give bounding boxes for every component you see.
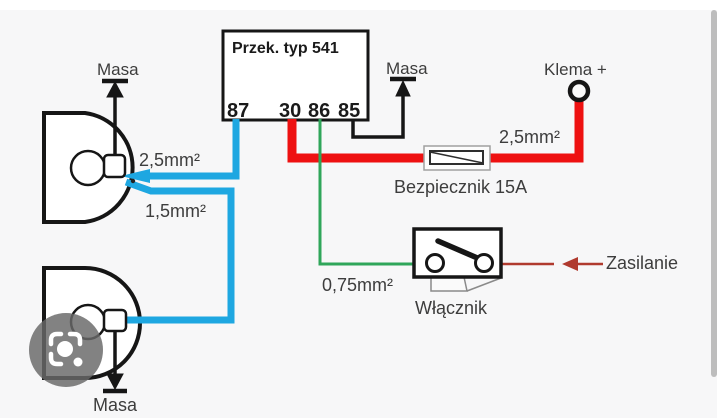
supply-arrow <box>562 257 603 271</box>
klema-ring-terminal <box>567 79 591 103</box>
relay-terminal-30: 30 <box>279 100 301 122</box>
relay: Przek. typ 541 87 30 86 85 <box>221 29 370 122</box>
ground-symbol-bottom <box>103 328 127 394</box>
wire-black-85-to-ground <box>351 92 405 139</box>
ground-symbol-top-left <box>102 78 128 160</box>
top-white-strip <box>0 0 717 10</box>
horn-bottom-terminal <box>102 308 128 333</box>
switch-bracket <box>430 276 468 292</box>
scrollbar-thumb[interactable] <box>711 10 717 377</box>
label-fuse: Bezpiecznik 15A <box>394 177 527 197</box>
label-supply: Zasilanie <box>606 253 678 273</box>
lens-button[interactable] <box>29 313 103 387</box>
label-masa-relay: Masa <box>386 59 428 78</box>
relay-terminal-87: 87 <box>227 100 249 122</box>
label-wire-bottom-horn: 1,5mm² <box>145 201 206 221</box>
label-switch: Włącznik <box>415 298 488 318</box>
switch-box <box>412 227 503 279</box>
horn-top-diaphragm <box>69 149 107 187</box>
label-wire-top-horn: 2,5mm² <box>139 150 200 170</box>
label-masa-top-left: Masa <box>97 60 139 79</box>
switch-lever <box>435 238 485 263</box>
relay-terminal-86: 86 <box>308 100 330 122</box>
switch-contact-right <box>474 253 494 273</box>
wire-blue-taper <box>121 169 150 183</box>
label-wire-fuse: 2,5mm² <box>499 127 560 147</box>
google-lens-icon <box>48 331 83 367</box>
fuse <box>423 145 491 171</box>
label-masa-bottom: Masa <box>93 395 138 415</box>
switch <box>412 227 503 292</box>
wire-junction-dot <box>130 178 136 184</box>
relay-terminal-85: 85 <box>338 100 360 122</box>
horn-top-terminal <box>102 153 127 179</box>
switch-contact-left <box>425 253 445 273</box>
wire-green-86-to-switch <box>318 119 428 266</box>
wire-blue-to-bottom-horn <box>124 178 235 324</box>
wire-blue-87-to-top-horn <box>148 119 240 180</box>
relay-box <box>221 29 370 122</box>
label-klema-plus: Klema + <box>544 60 607 79</box>
relay-title: Przek. typ 541 <box>232 40 339 57</box>
label-wire-switch: 0,75mm² <box>322 275 393 295</box>
